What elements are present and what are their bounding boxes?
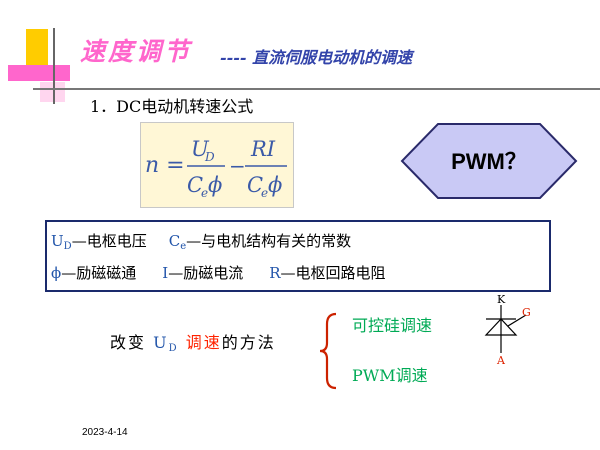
thyristor-label-g: G: [522, 306, 531, 319]
definition-magnetic-flux: —励磁磁通: [61, 264, 137, 282]
method-option-pwm: PWM调速: [352, 366, 428, 385]
decor-vertical-line: [53, 28, 55, 104]
slide-subtitle: ---- 直流伺服电动机的调速: [220, 48, 413, 67]
formula-num1-sub: D: [204, 150, 215, 164]
speed-formula: n = U D C e ϕ − RI C e ϕ: [140, 122, 294, 208]
formula-num1: U: [191, 137, 210, 161]
symbol-phi: ϕ: [51, 264, 62, 282]
definition-motor-constant: —与电机结构有关的常数: [186, 232, 352, 250]
methods-label: 改变 UD 调速的方法: [110, 333, 276, 354]
slide-date: 2023-4-14: [82, 427, 128, 438]
formula-den1-phi: ϕ: [208, 173, 222, 197]
decor-pink-block: [8, 65, 70, 81]
symbol-ce: Ce: [168, 232, 187, 252]
thyristor-label-a: A: [497, 354, 505, 367]
formula-den1: C: [187, 173, 203, 197]
thyristor-label-k: K: [497, 293, 506, 306]
symbol-i: I: [162, 264, 169, 282]
pwm-hexagon: PWM？: [400, 122, 578, 200]
decor-pink-light-block: [40, 82, 65, 102]
thyristor-symbol: K G A: [470, 293, 536, 367]
formula-den2-phi: ϕ: [268, 173, 282, 197]
definition-armature-voltage: —电枢电压: [71, 232, 147, 250]
definitions-box: UD—电枢电压 Ce—与电机结构有关的常数 ϕ—励磁磁通 I—励磁电流 R—电枢回路电…: [45, 220, 551, 292]
decor-horizontal-line: [33, 88, 600, 90]
method-option-thyristor: 可控硅调速: [352, 316, 433, 335]
symbol-r: R: [269, 264, 281, 282]
formula-den2: C: [247, 173, 263, 197]
definition-row-1: UD—电枢电压 Ce—与电机结构有关的常数: [51, 230, 351, 252]
section-heading: 1．DC电动机转速公式: [90, 97, 254, 116]
hexagon-shape: [400, 123, 578, 199]
formula-minus: −: [229, 154, 246, 178]
definition-armature-resistance: —电枢回路电阻: [280, 264, 386, 282]
formula-graphic: n = U D C e ϕ − RI C e ϕ: [145, 137, 287, 200]
definition-row-2: ϕ—励磁磁通 I—励磁电流 R—电枢回路电阻: [51, 262, 386, 283]
formula-num2: RI: [250, 137, 276, 161]
formula-den1-sub: e: [201, 186, 208, 200]
formula-lhs: n =: [145, 153, 185, 178]
definition-excitation-current: —励磁电流: [168, 264, 244, 282]
left-brace: [318, 312, 340, 390]
pwm-label: PWM？: [451, 149, 527, 174]
formula-den2-sub: e: [261, 186, 268, 200]
slide-title: 速度调节: [80, 37, 193, 66]
thyristor-icon: [484, 305, 527, 353]
symbol-ud: UD: [51, 232, 72, 252]
